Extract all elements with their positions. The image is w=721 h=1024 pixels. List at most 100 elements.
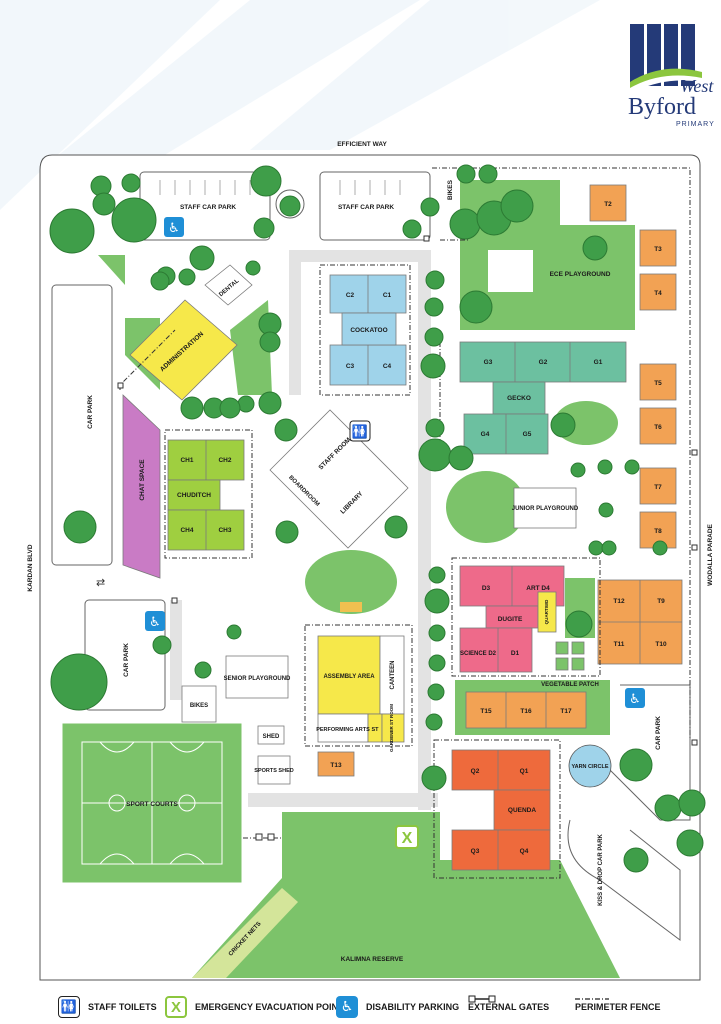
room-q3: Q3	[471, 848, 480, 855]
label-st: ST	[371, 727, 379, 733]
legend-gates: EXTERNAL GATES	[468, 994, 549, 1020]
label-car-park-se: CAR PARK	[655, 716, 662, 750]
kalimna-reserve	[192, 812, 620, 978]
label-bikes-bottom: BIKES	[190, 703, 208, 709]
dental-building	[204, 264, 253, 306]
legend-staff-toilets: 🚻 STAFF TOILETS	[58, 994, 157, 1020]
svg-text:🚻: 🚻	[352, 424, 368, 440]
label-gecko: GECKO	[507, 395, 531, 402]
label-sport-courts: SPORT COURTS	[126, 801, 178, 808]
external-gates	[117, 235, 698, 841]
svg-text:♿: ♿	[168, 221, 180, 236]
label-shed: SHED	[263, 734, 280, 740]
room-t8: T8	[654, 528, 662, 535]
room-c3: C3	[346, 363, 355, 370]
svg-text:♿: ♿	[629, 692, 641, 707]
disability-parking-icon: ♿ ♿ ♿	[145, 217, 645, 708]
room-t10: T10	[655, 641, 667, 648]
legend-label: PERIMETER FENCE	[575, 1002, 661, 1012]
room-q1: Q1	[520, 768, 529, 775]
label-canteen: CANTEEN	[390, 660, 396, 689]
legend-evacuation: X EMERGENCY EVACUATION POINT	[165, 994, 344, 1020]
administration-building	[129, 299, 238, 401]
map-canvas: 🚻 ♿ ♿ ♿ X ⇄ EFFICIENT WAY KARDAN BLVD WO…	[0, 0, 714, 981]
room-ch2: CH2	[218, 457, 231, 464]
legend-label: EMERGENCY EVACUATION POINT	[195, 1002, 344, 1012]
label-ece-playground: ECE PLAYGROUND	[550, 271, 611, 278]
legend-label: EXTERNAL GATES	[468, 1002, 550, 1012]
legend-fence: PERIMETER FENCE	[575, 994, 661, 1020]
room-ch3: CH3	[218, 527, 231, 534]
svg-text:♿: ♿	[149, 615, 161, 630]
room-c1: C1	[383, 292, 392, 299]
label-dugite: DUGITE	[498, 616, 523, 623]
label-staff-car-park-2: STAFF CAR PARK	[338, 204, 394, 211]
logo-byford: Byford	[628, 94, 696, 120]
road-kardan-blvd: KARDAN BLVD	[27, 544, 34, 591]
legend-disability: ♿ DISABILITY PARKING	[336, 994, 459, 1020]
legend-label: STAFF TOILETS	[88, 1002, 157, 1012]
label-vegetable-patch: VEGETABLE PATCH	[541, 682, 599, 688]
room-t16: T16	[520, 708, 532, 715]
evacuation-point-icon: X	[165, 996, 187, 1018]
room-t12: T12	[613, 598, 625, 605]
map-legend: 🚻 STAFF TOILETS X EMERGENCY EVACUATION P…	[0, 990, 721, 1024]
label-yarn-circle: YARN CIRCLE	[571, 764, 608, 770]
staff-toilets-icon: 🚻	[349, 420, 371, 442]
room-d3: D3	[482, 585, 491, 592]
external-gate-icon	[468, 995, 496, 1003]
cricket-nets	[192, 888, 298, 978]
room-ch1: CH1	[180, 457, 193, 464]
room-q2: Q2	[471, 768, 480, 775]
logo-west: West	[680, 76, 714, 96]
road-efficient-way: EFFICIENT WAY	[337, 141, 387, 148]
room-t6: T6	[654, 424, 662, 431]
disability-parking-icon: ♿	[336, 996, 358, 1018]
room-t11: T11	[614, 641, 625, 648]
room-science-d2: SCIENCE D2	[460, 651, 497, 657]
label-staff-car-park-1: STAFF CAR PARK	[180, 204, 236, 211]
label-car-park-west: CAR PARK	[87, 395, 94, 429]
label-kalimna-reserve: KALIMNA RESERVE	[341, 956, 404, 963]
room-q4: Q4	[520, 848, 529, 855]
room-ch4: CH4	[180, 527, 193, 534]
label-quartiwd: QUARTIWD	[544, 599, 549, 624]
room-t5: T5	[654, 380, 662, 387]
label-car-park-sw: CAR PARK	[123, 643, 130, 677]
room-g4: G4	[481, 431, 490, 438]
staff-room-building	[269, 409, 409, 549]
svg-text:X: X	[402, 830, 413, 847]
junior-playground-oval	[446, 471, 526, 543]
perimeter-fence-icon	[575, 998, 609, 1000]
room-t2: T2	[604, 201, 612, 208]
room-t7: T7	[654, 484, 662, 491]
road-wodalla-parade: WODALLA PARADE	[707, 523, 714, 585]
label-assembly-area: ASSEMBLY AREA	[323, 674, 375, 680]
room-g3: G3	[484, 359, 493, 366]
label-chuditch: CHUDITCH	[177, 492, 211, 499]
label-kiss-drop: KISS & DROP CAR PARK	[598, 833, 604, 905]
label-performing-arts: PERFORMING ARTS	[316, 727, 370, 733]
room-t15: T15	[480, 708, 492, 715]
room-d1: D1	[511, 650, 520, 657]
label-bikes-top: BIKES	[447, 179, 454, 200]
school-logo: West Byford PRIMARY	[622, 22, 718, 132]
room-g5: G5	[523, 431, 532, 438]
room-t9: T9	[657, 598, 665, 605]
staff-toilets-icon: 🚻	[58, 996, 80, 1018]
room-t3: T3	[654, 246, 662, 253]
room-c4: C4	[383, 363, 392, 370]
label-junior-playground: JUNIOR PLAYGROUND	[512, 506, 579, 512]
room-g1: G1	[594, 359, 603, 366]
room-t13: T13	[330, 762, 342, 769]
yarn-circle	[568, 744, 612, 788]
car-parks	[51, 171, 691, 941]
label-gardener-st-room: GARDENER ST ROOM	[389, 704, 394, 752]
label-sports-shed: SPORTS SHED	[254, 768, 293, 774]
paths	[170, 250, 438, 810]
evacuation-point-icon: X	[395, 825, 419, 849]
label-senior-playground: SENIOR PLAYGROUND	[224, 676, 291, 682]
room-t4: T4	[654, 290, 662, 297]
oval	[305, 550, 397, 614]
